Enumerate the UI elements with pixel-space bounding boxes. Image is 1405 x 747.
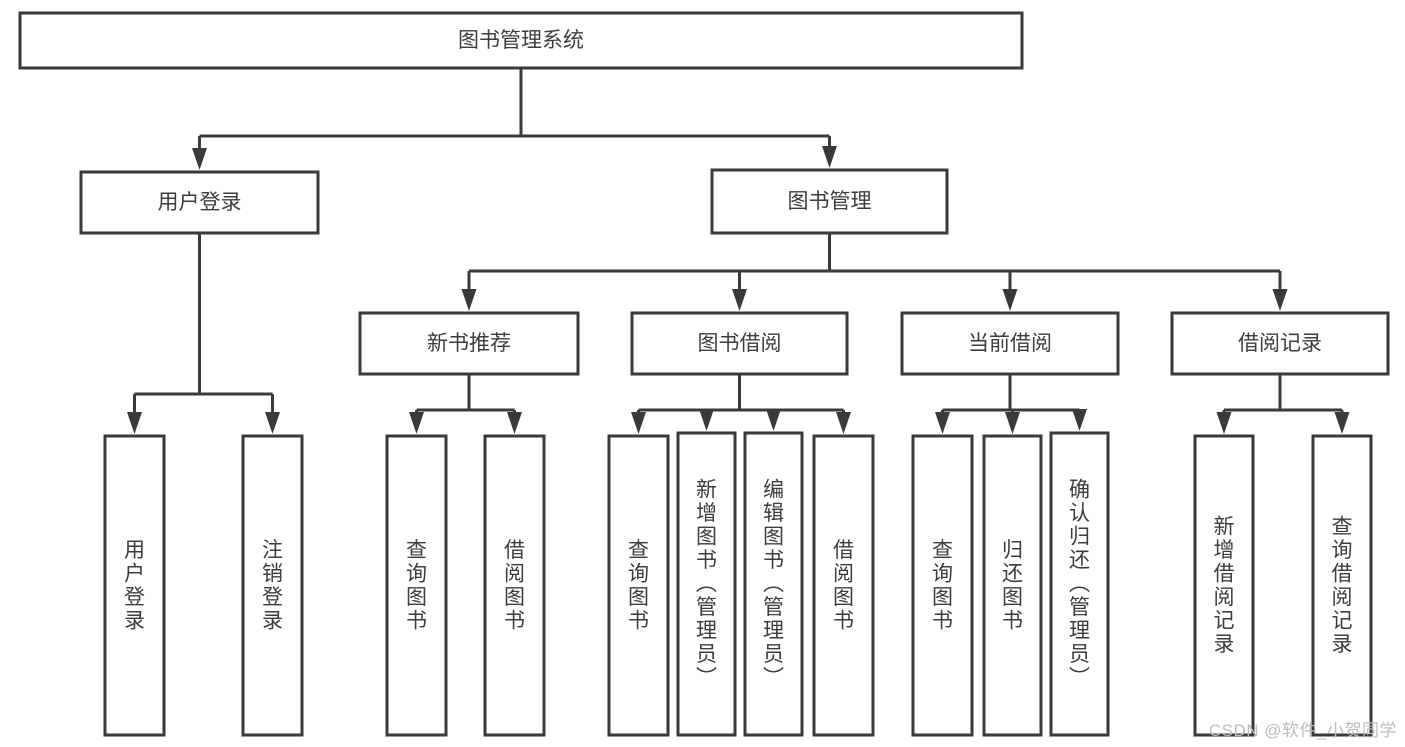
arrow-head-icon xyxy=(732,289,747,311)
node-root-box[interactable] xyxy=(18,11,1024,70)
node-level3-box-1[interactable] xyxy=(630,311,849,376)
arrow-head-icon xyxy=(699,409,714,431)
node-leaf-box-2[interactable] xyxy=(385,434,448,737)
arrow-head-icon xyxy=(836,412,851,434)
arrow-head-icon xyxy=(1334,412,1350,434)
node-leaf-box-5[interactable] xyxy=(676,431,737,737)
node-level3-label-3: 借阅记录 xyxy=(1238,332,1322,355)
arrow-head-icon xyxy=(1002,289,1018,311)
node-leaf-box-12[interactable] xyxy=(1311,434,1373,737)
node-root-label: 图书管理系统 xyxy=(458,29,584,52)
node-level3-box-0[interactable] xyxy=(358,311,580,376)
arrow-head-icon xyxy=(631,412,646,434)
node-leaf-box-7[interactable] xyxy=(812,434,875,737)
node-leaf-label-12: 查询借阅记录 xyxy=(1332,515,1353,656)
arrow-head-icon xyxy=(822,146,837,168)
node-leaf-box-1[interactable] xyxy=(241,434,304,737)
boxes-layer xyxy=(18,11,1390,737)
node-leaf-box-10[interactable] xyxy=(1049,431,1110,737)
arrow-head-icon xyxy=(1072,409,1087,431)
node-leaf-label-7: 借阅图书 xyxy=(833,539,854,633)
arrow-head-icon xyxy=(507,412,522,434)
arrow-head-icon xyxy=(1216,412,1232,434)
arrow-head-icon xyxy=(935,412,950,434)
node-leaf-box-6[interactable] xyxy=(743,431,804,737)
node-level3-label-1: 图书借阅 xyxy=(698,332,782,355)
arrow-head-icon xyxy=(409,412,424,434)
node-level2-box-0[interactable] xyxy=(79,170,320,235)
node-level3-box-3[interactable] xyxy=(1170,311,1390,376)
arrow-head-icon xyxy=(127,412,142,434)
node-level3-label-2: 当前借阅 xyxy=(968,332,1052,355)
node-leaf-label-10: 确认归还︵管理员︶ xyxy=(1069,479,1090,690)
connectors-layer xyxy=(127,68,1350,434)
node-leaf-label-2: 查询图书 xyxy=(406,539,427,633)
arrow-head-icon xyxy=(265,412,280,434)
node-level2-box-1[interactable] xyxy=(710,168,949,235)
arrow-head-icon xyxy=(1005,412,1020,434)
node-leaf-label-8: 查询图书 xyxy=(932,539,953,633)
arrow-head-icon xyxy=(1272,289,1288,311)
arrow-head-icon xyxy=(192,148,207,170)
labels-layer: 图书管理系统用户登录图书管理新书推荐图书借阅当前借阅借阅记录用户登录注销登录查询… xyxy=(124,29,1353,690)
node-leaf-label-5: 新增图书︵管理员︶ xyxy=(696,479,717,690)
node-leaf-box-4[interactable] xyxy=(607,434,670,737)
node-leaf-box-0[interactable] xyxy=(103,434,166,737)
node-level3-box-2[interactable] xyxy=(900,311,1120,376)
node-leaf-label-4: 查询图书 xyxy=(628,539,649,633)
node-leaf-label-11: 新增借阅记录 xyxy=(1214,515,1235,656)
arrow-head-icon xyxy=(461,289,477,311)
node-leaf-label-6: 编辑图书︵管理员︶ xyxy=(763,479,784,690)
csdn-watermark: CSDN @软件_小贺同学 xyxy=(1208,721,1397,740)
node-leaf-box-8[interactable] xyxy=(911,434,974,737)
node-level2-label-1: 图书管理 xyxy=(788,190,872,213)
node-level2-label-0: 用户登录 xyxy=(158,191,242,214)
node-leaf-box-9[interactable] xyxy=(982,434,1043,737)
arrow-head-icon xyxy=(766,409,781,431)
node-leaf-label-1: 注销登录 xyxy=(262,539,283,633)
node-level3-label-0: 新书推荐 xyxy=(427,332,511,355)
node-leaf-label-9: 归还图书 xyxy=(1002,539,1023,633)
node-leaf-label-3: 借阅图书 xyxy=(504,539,525,633)
node-leaf-label-0: 用户登录 xyxy=(124,539,145,633)
node-leaf-box-3[interactable] xyxy=(483,434,546,737)
node-leaf-box-11[interactable] xyxy=(1193,434,1255,737)
